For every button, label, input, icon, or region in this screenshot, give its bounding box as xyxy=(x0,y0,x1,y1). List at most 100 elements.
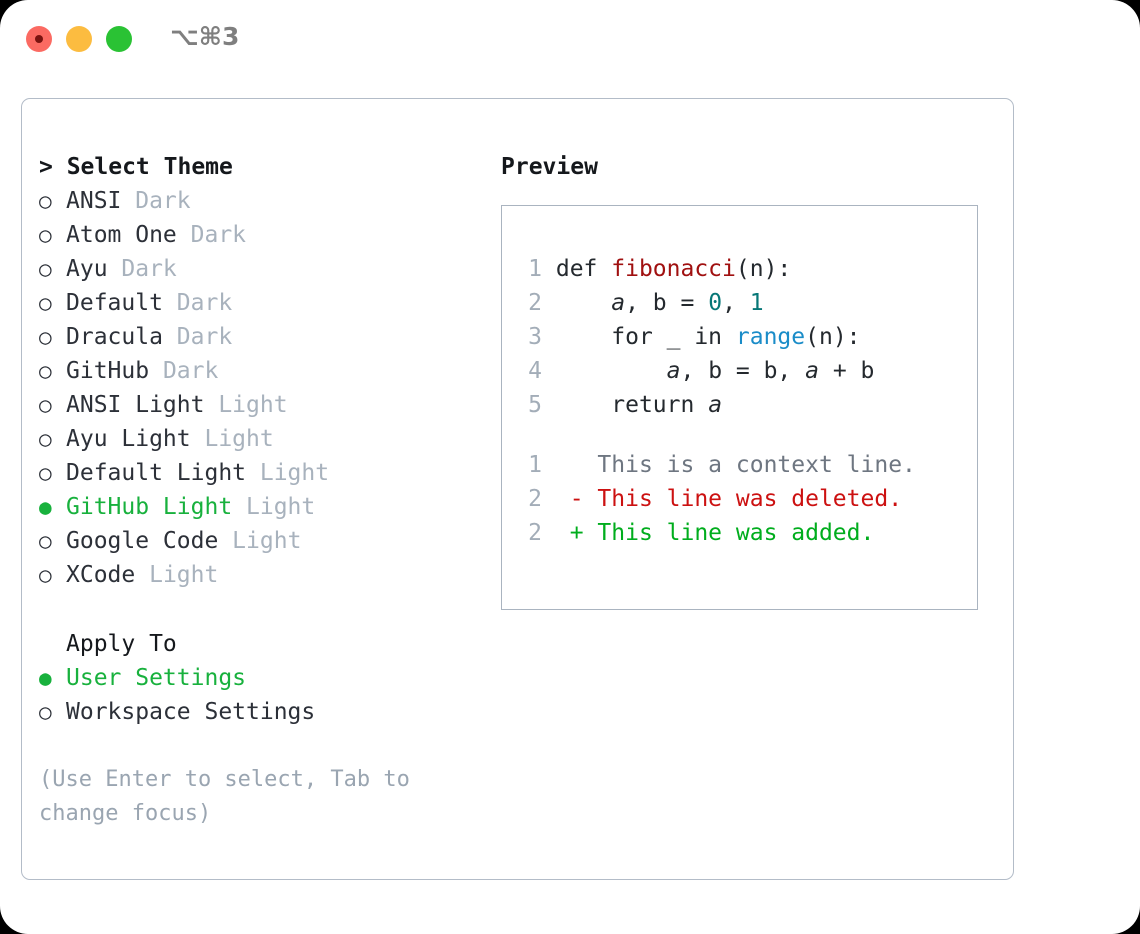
code-token: a xyxy=(611,290,626,316)
theme-option-label: ANSI xyxy=(66,188,122,214)
theme-list[interactable]: ○ANSI Dark○Atom One Dark○Ayu Dark○Defaul… xyxy=(39,184,479,592)
theme-option-ansi[interactable]: ○ ANSI Dark xyxy=(39,184,479,218)
radio-unselected-icon: ○ xyxy=(39,393,52,417)
code-token: a xyxy=(708,392,723,418)
apply-to-option-label: User Settings xyxy=(66,665,247,691)
code-token: def xyxy=(555,256,612,282)
diff-text: This line was added. xyxy=(583,520,875,546)
line-number: 2 xyxy=(528,520,542,546)
line-number: 3 xyxy=(528,324,542,350)
radio-unselected-icon: ○ xyxy=(39,189,52,213)
diff-text: This is a context line. xyxy=(583,452,916,478)
code-token: + b xyxy=(818,358,875,384)
theme-option-label: GitHub Light xyxy=(66,494,233,520)
apply-to-heading: Apply To xyxy=(66,631,177,657)
apply-to-section: Apply To ● User Settings ○ Workspace Settin… xyxy=(39,627,479,729)
code-token xyxy=(556,290,611,316)
title-bar: ⌥⌘3 xyxy=(0,0,1140,78)
theme-option-ayu-light[interactable]: ○Ayu Light Light xyxy=(39,422,479,456)
theme-option-tag: Light xyxy=(190,426,274,452)
preview-title: Preview xyxy=(501,154,598,180)
code-line: 2 a, b = 0, 1 xyxy=(516,286,971,320)
theme-option-tag: Dark xyxy=(121,188,191,214)
main-panel: > Select Theme ○ANSI Dark○Atom One Dark○… xyxy=(21,98,1014,880)
radio-unselected-icon: ○ xyxy=(39,427,52,451)
theme-option-tag: Light xyxy=(218,528,302,554)
apply-to-option-workspace-settings[interactable]: ○ Workspace Settings xyxy=(39,695,479,729)
radio-unselected-icon: ○ xyxy=(39,461,52,485)
code-token xyxy=(556,358,667,384)
line-number: 4 xyxy=(528,358,542,384)
theme-option-tag: Dark xyxy=(107,256,177,282)
code-token: return xyxy=(555,392,709,418)
radio-unselected-icon: ○ xyxy=(39,529,52,553)
diff-line-deleted: 2 - This line was deleted. xyxy=(516,482,971,516)
theme-option-google-code[interactable]: ○ Google Code Light xyxy=(39,524,479,558)
diff-line-added: 2 + This line was added. xyxy=(516,516,971,550)
apply-to-option-label: Workspace Settings xyxy=(66,699,316,725)
theme-option-default-light[interactable]: ○Default Light Light xyxy=(39,456,479,490)
radio-unselected-icon: ○ xyxy=(39,325,52,349)
diff-line-context: 1 This is a context line. xyxy=(516,448,971,482)
radio-unselected-icon: ○ xyxy=(39,359,52,383)
code-token: a xyxy=(666,358,681,384)
line-number: 5 xyxy=(528,392,542,418)
radio-unselected-icon: ○ xyxy=(39,563,52,587)
radio-selected-icon: ● xyxy=(39,495,52,519)
line-number: 1 xyxy=(528,256,542,282)
theme-option-label: Google Code xyxy=(66,528,219,554)
keyboard-hint-text: (Use Enter to select, Tab to change focu… xyxy=(39,767,424,826)
minimize-button-icon[interactable] xyxy=(66,26,92,52)
code-line: 1 def fibonacci(n): xyxy=(516,252,971,286)
code-line: 4 a, b = b, a + b xyxy=(516,354,971,388)
code-token: 0 xyxy=(708,290,723,316)
theme-selection-column: > Select Theme ○ANSI Dark○Atom One Dark○… xyxy=(39,150,479,831)
theme-option-tag: Dark xyxy=(176,222,247,248)
theme-option-label: ANSI Light xyxy=(66,392,205,418)
theme-option-label: Default Light xyxy=(66,460,247,486)
theme-option-ansi-light[interactable]: ○ ANSI Light Light xyxy=(39,388,479,422)
radio-unselected-icon: ○ xyxy=(39,700,52,724)
theme-option-tag: Light xyxy=(232,494,316,520)
theme-option-tag: Dark xyxy=(162,324,233,350)
diff-text: This line was deleted. xyxy=(583,486,903,512)
keyboard-shortcut-label: ⌥⌘3 xyxy=(170,22,240,51)
theme-option-ayu[interactable]: ○Ayu Dark xyxy=(39,252,479,286)
code-token: fibonacci xyxy=(611,256,736,282)
theme-option-tag: Dark xyxy=(149,358,219,384)
code-line: 3 for _ in range(n): xyxy=(516,320,971,354)
code-token: , xyxy=(722,290,750,316)
code-token: for _ in xyxy=(555,324,736,350)
close-button-icon[interactable] xyxy=(26,26,52,52)
theme-option-label: Default xyxy=(66,290,163,316)
code-token: range xyxy=(735,324,806,350)
code-token: , b = xyxy=(625,290,709,316)
theme-option-github-light[interactable]: ● GitHub Light Light xyxy=(39,490,479,524)
theme-option-dracula[interactable]: ○Dracula Dark xyxy=(39,320,479,354)
radio-unselected-icon: ○ xyxy=(39,291,52,315)
code-token: a xyxy=(805,358,819,384)
apply-to-list[interactable]: ● User Settings ○ Workspace Settings xyxy=(39,661,479,729)
theme-option-tag: Light xyxy=(204,392,288,418)
code-token: (n): xyxy=(735,256,792,282)
apply-to-option-user-settings[interactable]: ● User Settings xyxy=(39,661,479,695)
line-number: 2 xyxy=(528,290,542,316)
theme-option-tag: Dark xyxy=(162,290,233,316)
diff-sign: - xyxy=(569,486,584,512)
maximize-button-icon[interactable] xyxy=(106,26,132,52)
line-number: 1 xyxy=(528,452,542,478)
theme-option-xcode[interactable]: ○ XCode Light xyxy=(39,558,479,592)
theme-option-label: GitHub xyxy=(66,358,150,384)
theme-option-label: XCode xyxy=(66,562,136,588)
radio-selected-icon: ● xyxy=(39,666,52,690)
code-token: 1 xyxy=(749,290,764,316)
theme-option-atom-one[interactable]: ○Atom One Dark xyxy=(39,218,479,252)
code-token: (n): xyxy=(805,324,861,350)
diff-sign xyxy=(570,452,584,478)
theme-option-default[interactable]: ○ Default Dark xyxy=(39,286,479,320)
line-number: 2 xyxy=(528,486,542,512)
theme-option-github[interactable]: ○ GitHub Dark xyxy=(39,354,479,388)
theme-option-tag: Light xyxy=(135,562,219,588)
